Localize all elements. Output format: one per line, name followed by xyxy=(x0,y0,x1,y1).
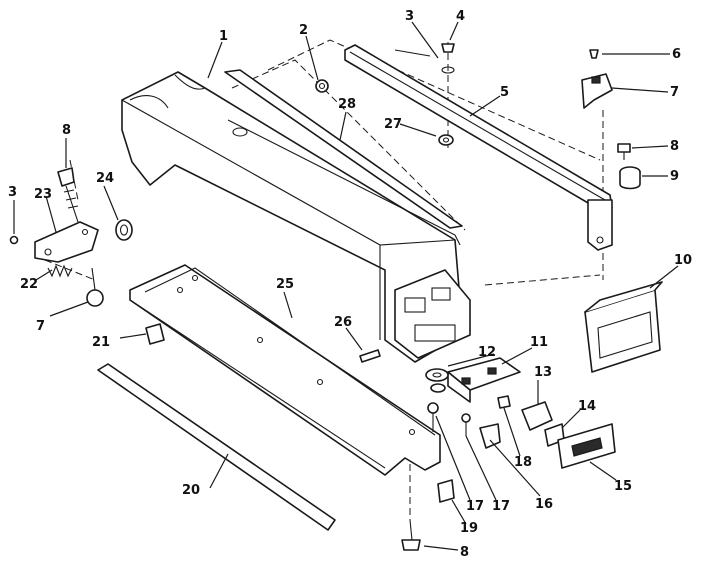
callout-8-bottom: 8 xyxy=(460,545,469,560)
clip-7-right xyxy=(581,73,613,109)
knob-16 xyxy=(479,423,501,449)
callout-19: 19 xyxy=(460,521,478,536)
screw-2 xyxy=(315,79,329,93)
spacer-9 xyxy=(619,166,641,190)
callout-22: 22 xyxy=(20,277,38,292)
callout-24: 24 xyxy=(96,171,114,186)
top-rail xyxy=(344,44,613,251)
clip-18 xyxy=(497,395,511,409)
screw-17b xyxy=(461,413,471,436)
screw-8-bottom xyxy=(401,519,421,551)
washer-12 xyxy=(425,368,449,393)
callout-11: 11 xyxy=(530,335,548,350)
screw-6 xyxy=(589,49,599,59)
callout-6: 6 xyxy=(672,47,681,62)
callout-10: 10 xyxy=(674,253,692,268)
callout-3-top: 3 xyxy=(405,9,414,24)
pin-3-top xyxy=(394,49,431,57)
callout-12: 12 xyxy=(478,345,496,360)
trim-strip xyxy=(97,363,336,531)
callout-25: 25 xyxy=(276,277,294,292)
callout-3-left: 3 xyxy=(8,185,17,200)
pin-3-left xyxy=(9,235,19,245)
callout-15: 15 xyxy=(614,479,632,494)
callout-8-left: 8 xyxy=(62,123,71,138)
bezel-15 xyxy=(557,423,616,469)
callout-14: 14 xyxy=(578,399,596,414)
clip-19 xyxy=(437,479,455,503)
control-panel xyxy=(584,281,663,373)
pin-26 xyxy=(359,349,381,363)
nut-27 xyxy=(438,134,454,146)
callout-27: 27 xyxy=(384,117,402,132)
callout-17-right: 17 xyxy=(492,499,510,514)
screw-17a xyxy=(427,402,439,432)
front-rail xyxy=(129,264,441,476)
callout-7-left: 7 xyxy=(36,319,45,334)
callout-18: 18 xyxy=(514,455,532,470)
callout-4: 4 xyxy=(456,9,465,24)
long-strip xyxy=(224,69,463,229)
callout-9: 9 xyxy=(670,169,679,184)
clip-21 xyxy=(145,323,165,345)
callout-26: 26 xyxy=(334,315,352,330)
callout-5: 5 xyxy=(500,85,509,100)
callout-28: 28 xyxy=(338,97,356,112)
left-bracket xyxy=(34,221,99,263)
callout-13: 13 xyxy=(534,365,552,380)
spring-22 xyxy=(47,264,73,278)
callout-16: 16 xyxy=(535,497,553,512)
console-housing xyxy=(121,71,471,363)
callout-23: 23 xyxy=(34,187,52,202)
cover-13 xyxy=(521,401,553,431)
leader-lines xyxy=(13,21,679,551)
callout-7-right: 7 xyxy=(670,85,679,100)
switch-11 xyxy=(447,357,521,403)
callout-20: 20 xyxy=(182,483,200,498)
callout-labels: 1 2 3 4 5 6 7 8 9 10 11 12 13 14 15 16 1… xyxy=(8,9,692,560)
grommet-24 xyxy=(115,219,133,241)
screw-8-left xyxy=(57,167,79,223)
callout-2: 2 xyxy=(299,23,308,38)
screw-8-right xyxy=(617,143,631,160)
screw-4 xyxy=(441,43,455,74)
callout-17-left: 17 xyxy=(466,499,484,514)
callout-1: 1 xyxy=(219,29,228,44)
screw-7-left xyxy=(86,267,104,307)
callout-21: 21 xyxy=(92,335,110,350)
callout-8-right: 8 xyxy=(670,139,679,154)
